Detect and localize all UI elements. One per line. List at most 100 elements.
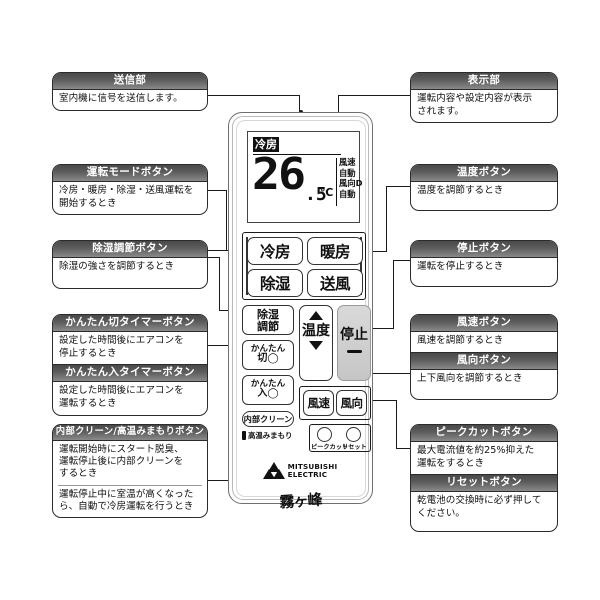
brand-line2: ELECTRIC (287, 469, 328, 479)
dehumidify-adjust-button[interactable]: 除湿 調節 (242, 305, 294, 335)
callout-off-timer-body: 設定した時間後にエアコンを 停止するとき (59, 335, 184, 359)
mode-group-right-bar (360, 237, 362, 295)
callout-display: 表示部 運転内容や設定内容が表示 されます。 (410, 72, 558, 124)
callout-fan-speed-body: 風速を調節するとき (417, 335, 504, 347)
connector-mode-v (226, 190, 228, 250)
fan-button-group: 風速 風向 (299, 386, 371, 420)
heating-mode-button[interactable]: 暖房 (307, 237, 363, 265)
connector-stop-v (393, 260, 395, 328)
callout-warm-guard-body: 運転停止中に室温が高くなった ら、自動で冷房運転を行うとき (59, 488, 194, 512)
temperature-down-icon[interactable] (309, 341, 323, 350)
remote-control-body: 冷房 26 .5 ℃ 風速 自動 風向D 自動 冷房 暖房 除湿 (228, 112, 373, 511)
remote-inner-bezel: 冷房 26 .5 ℃ 風速 自動 風向D 自動 冷房 暖房 除湿 (232, 116, 371, 511)
callout-temp-button: 温度ボタン 温度を調節するとき (410, 164, 558, 211)
lcd-temperature-value: 26 (252, 149, 306, 200)
warm-guard-row: 高温みまもり (242, 430, 294, 441)
thermometer-icon (242, 431, 246, 440)
air-direction-button[interactable]: 風向 (336, 390, 367, 416)
callout-reset-button-body: 乾電池の交換時に必ず押して ください。 (417, 495, 542, 519)
left-button-column: 除湿 調節 かんたん 切◯ かんたん 入◯ 内部クリーン 高温みまもり (242, 305, 294, 441)
lcd-separator (336, 158, 338, 206)
connector-display (338, 95, 410, 97)
peak-cut-label: ピークカット (311, 444, 349, 451)
connector-dehum-h2 (219, 310, 235, 312)
mode-button-group: 冷房 暖房 除湿 送風 (242, 232, 366, 300)
easy-off-timer-line1: かんたん (250, 344, 286, 354)
callout-fan-speed: 風速ボタン 風速を調節するとき 風向ボタン 上下風向を調節するとき (410, 314, 558, 401)
easy-on-timer-button[interactable]: かんたん 入◯ (242, 375, 294, 405)
stop-button[interactable]: 停止 (337, 305, 371, 381)
lcd-fan-speed-value: 自動 (339, 167, 356, 178)
connector-transmitter-v (299, 95, 301, 112)
connector-stop-h (393, 260, 410, 262)
reset-label: リセット (342, 444, 367, 451)
lcd-temperature-decimal: .5 (305, 184, 327, 205)
lcd-air-direction-label: 風向D (339, 178, 363, 189)
fan-speed-button[interactable]: 風速 (303, 390, 334, 416)
callout-dehumidify-adjust-title: 除湿調節ボタン (53, 241, 207, 259)
callout-internal-clean-title: 内部クリーン/高温みまもりボタン (53, 425, 207, 441)
kirigamine-series-logo: 霧ヶ峰 (278, 490, 323, 512)
connector-mode-h2 (206, 190, 227, 192)
callout-stop-button: 停止ボタン 運転を停止するとき (410, 240, 558, 287)
callout-reset-button-title: リセットボタン (411, 474, 557, 493)
mitsubishi-diamond-icon (262, 462, 285, 479)
callout-stop-button-title: 停止ボタン (411, 241, 557, 259)
connector-clean (206, 480, 244, 482)
temperature-button[interactable]: 温度 (299, 305, 333, 381)
callout-peak-cut: ピークカットボタン 最大電流値を約25%抑えた 運転をするとき リセットボタン … (410, 424, 558, 532)
lcd-temperature-unit: ℃ (320, 186, 334, 199)
stop-button-label: 停止 (340, 327, 368, 343)
mode-group-left-bar (246, 237, 248, 295)
brand-line1: MITSUBISHI (287, 462, 338, 472)
dehumidify-adjust-line2: 調節 (257, 319, 279, 333)
callout-mode-button: 運転モードボタン 冷房・暖房・除湿・送風運転を 開始するとき (52, 164, 208, 216)
lcd-rule (253, 154, 341, 156)
callout-transmitter-body: 室内機に信号を送信します。 (59, 93, 183, 105)
callout-peak-cut-title: ピークカットボタン (411, 425, 557, 443)
peak-cut-button[interactable] (317, 427, 332, 442)
connector-timer (206, 345, 230, 347)
easy-on-timer-line1: かんたん (250, 379, 286, 389)
mitsubishi-logo-row: MITSUBISHI ELECTRIC (262, 462, 338, 479)
stop-button-bar-icon (346, 350, 362, 353)
lcd-display: 冷房 26 .5 ℃ 風速 自動 風向D 自動 (247, 131, 363, 223)
lcd-fan-speed-label: 風速 (339, 157, 356, 167)
connector-peak-v (396, 400, 398, 448)
dehumidify-adjust-line1: 除湿 (257, 308, 279, 321)
callout-display-body: 運転内容や設定内容が表示 されます。 (417, 93, 533, 117)
brand-logo-area: MITSUBISHI ELECTRIC 霧ヶ峰 (233, 462, 368, 511)
easy-on-timer-line2: 入◯ (257, 388, 279, 400)
connector-dehum (206, 257, 220, 259)
temperature-up-icon[interactable] (309, 311, 323, 320)
callout-on-timer-body: 設定した時間後にエアコンを 運転するとき (59, 385, 184, 409)
connector-temp-v (386, 186, 388, 252)
callout-internal-clean: 内部クリーン/高温みまもりボタン 運転開始時にスタート脱臭、 運転停止後に内部ク… (52, 424, 208, 519)
callout-air-direction-body: 上下風向を調節するとき (417, 372, 523, 384)
callout-transmitter-title: 送信部 (53, 73, 207, 91)
easy-off-timer-button[interactable]: かんたん 切◯ (242, 340, 294, 370)
connector-stop-h2 (359, 328, 394, 330)
callout-peak-cut-body: 最大電流値を約25%抑えた 運転をするとき (417, 445, 535, 469)
callout-mode-button-title: 運転モードボタン (53, 165, 207, 183)
callout-temp-button-body: 温度を調節するとき (417, 185, 504, 197)
connector-peak-h2 (366, 400, 397, 402)
callout-off-timer: かんたん切タイマーボタン 設定した時間後にエアコンを 停止するとき かんたん入タ… (52, 314, 208, 416)
easy-off-timer-line2: 切◯ (257, 353, 279, 365)
lcd-status-column: 風速 自動 風向D 自動 (339, 157, 363, 199)
connector-transmitter (208, 95, 300, 97)
fan-mode-button[interactable]: 送風 (307, 269, 363, 297)
cooling-mode-button[interactable]: 冷房 (247, 237, 303, 265)
internal-clean-button[interactable]: 内部クリーン (242, 411, 294, 427)
lcd-air-direction-value: 自動 (339, 188, 356, 199)
connector-fan (370, 373, 410, 375)
warm-guard-label: 高温みまもり (248, 431, 293, 440)
callout-on-timer-title: かんたん入タイマーボタン (53, 364, 207, 383)
connector-peak-h (396, 448, 410, 450)
callout-dehumidify-adjust: 除湿調節ボタン 除湿の強さを調節するとき (52, 240, 208, 289)
dehumidify-mode-button[interactable]: 除湿 (247, 269, 303, 297)
reset-button[interactable] (346, 427, 361, 442)
temperature-label: 温度 (302, 323, 330, 339)
mitsubishi-wordmark: MITSUBISHI ELECTRIC (288, 463, 338, 478)
